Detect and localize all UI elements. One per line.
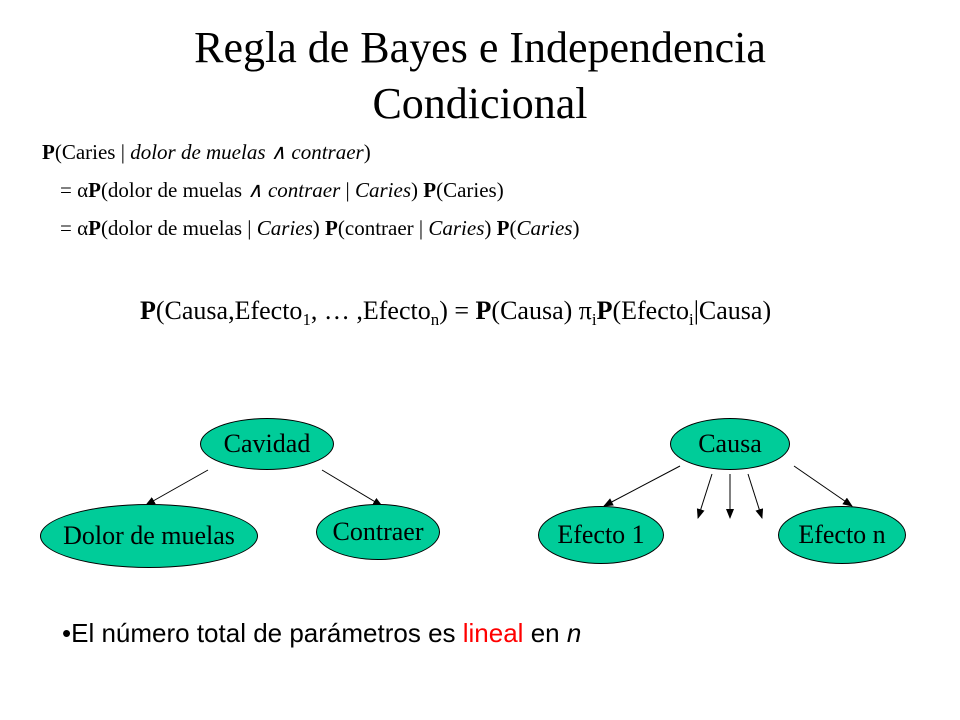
edge-causa-efecto-1 [603, 465, 681, 507]
eq-text: ) [572, 216, 580, 240]
node-causa: Causa [670, 418, 790, 470]
formula-text: (Causa) π [491, 296, 592, 325]
prob-symbol: P [42, 140, 55, 164]
prob-symbol: P [475, 296, 492, 325]
bullet-point: •El número total de parámetros es lineal… [62, 616, 581, 650]
subscript: i [689, 309, 694, 329]
eq-text: ( [509, 216, 517, 240]
edge-cavidad-contraer [321, 469, 383, 507]
node-label: Dolor de muelas [63, 521, 235, 550]
equation-line-2: = αP(dolor de muelas ∧ contraer | Caries… [60, 176, 504, 204]
eq-text: = α [60, 178, 89, 202]
eq-text-italic: Caries [516, 216, 573, 240]
bullet-text: en [523, 618, 567, 648]
subscript: 1 [302, 309, 311, 329]
eq-text: ) [363, 140, 371, 164]
eq-text: (dolor de muelas | [100, 216, 257, 240]
eq-text-italic: contraer [262, 178, 341, 202]
page-title-line-1: Regla de Bayes e Independencia [194, 23, 766, 72]
eq-text-italic: Caries [256, 216, 313, 240]
subscript: n [430, 309, 440, 329]
prob-symbol: P [496, 216, 510, 240]
node-label: Causa [698, 429, 762, 458]
formula-text: , … ,Efecto [310, 296, 431, 325]
eq-text: (contraer | [337, 216, 429, 240]
bullet-highlight: lineal [462, 618, 524, 648]
formula-text: (Efecto [612, 296, 689, 325]
prob-symbol: P [596, 296, 613, 325]
eq-text: ) [411, 178, 424, 202]
node-efecto-1: Efecto 1 [538, 506, 664, 564]
factorization-formula: P(Causa,Efecto1, … ,Efecton) = P(Causa) … [140, 294, 771, 328]
edge-causa-efecto-n [793, 465, 853, 507]
eq-text: | [340, 178, 355, 202]
node-cavidad: Cavidad [200, 418, 334, 470]
eq-text-italic: contraer [286, 140, 364, 164]
edge-cavidad-dolor [145, 469, 209, 506]
prob-symbol: P [140, 296, 156, 325]
edge-causa-middle-1 [696, 473, 713, 519]
eq-text: (Caries | [54, 140, 131, 164]
prob-symbol: P [423, 178, 437, 202]
subscript: i [591, 309, 597, 329]
bullet-text: El número total de parámetros es [71, 618, 463, 648]
eq-text: (dolor de muelas [100, 178, 248, 202]
node-efecto-n: Efecto n [778, 506, 906, 564]
equation-line-3: = αP(dolor de muelas | Caries) P(contrae… [60, 214, 579, 242]
node-contraer: Contraer [316, 504, 440, 560]
eq-text-italic: Caries [428, 216, 485, 240]
equation-line-1: P(Caries | dolor de muelas ∧ contraer) [42, 138, 371, 166]
node-label: Cavidad [223, 429, 311, 458]
formula-text: ) = [439, 296, 476, 325]
eq-text-italic: dolor de muelas [130, 140, 271, 164]
prob-symbol: P [88, 216, 101, 240]
eq-text: ) [484, 216, 497, 240]
page-title-line-2: Condicional [372, 79, 588, 128]
formula-text: |Causa) [693, 296, 772, 325]
bullet-marker: • [62, 618, 72, 648]
eq-text: = α [60, 216, 89, 240]
node-label: Efecto 1 [557, 520, 645, 549]
eq-text: (Caries) [436, 178, 504, 202]
eq-text-italic: Caries [354, 178, 411, 202]
node-dolor-de-muelas: Dolor de muelas [40, 504, 258, 568]
edge-causa-middle-3 [747, 473, 764, 519]
bullet-variable: n [566, 618, 582, 648]
node-label: Contraer [332, 517, 424, 546]
and-symbol: ∧ [270, 140, 287, 164]
eq-text: ) [312, 216, 326, 240]
prob-symbol: P [88, 178, 101, 202]
formula-text: (Causa,Efecto [155, 296, 303, 325]
node-label: Efecto n [798, 520, 886, 549]
and-symbol: ∧ [247, 178, 263, 202]
prob-symbol: P [325, 216, 338, 240]
